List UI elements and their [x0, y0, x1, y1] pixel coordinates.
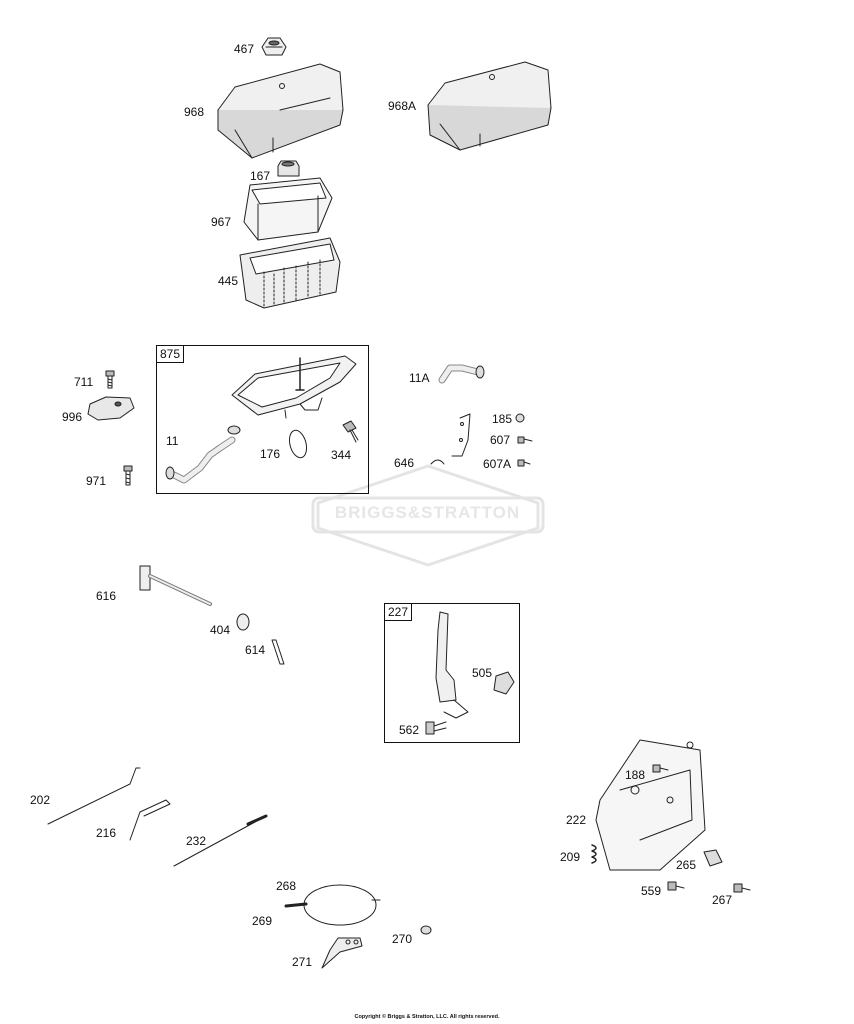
part-209-spring [591, 844, 597, 864]
label-445: 445 [218, 274, 239, 288]
label-614: 614 [245, 643, 266, 657]
label-267: 267 [712, 893, 733, 907]
label-344: 344 [331, 448, 352, 462]
part-227-lever [435, 611, 469, 719]
label-11: 11 [166, 434, 179, 448]
label-607A: 607A [483, 457, 512, 471]
label-646: 646 [394, 456, 415, 470]
part-467-knob [261, 37, 287, 56]
part-967-precleaner [243, 177, 333, 241]
label-505: 505 [472, 666, 493, 680]
label-216: 216 [96, 826, 117, 840]
part-232-cable [173, 814, 268, 867]
label-559: 559 [641, 884, 662, 898]
label-968A: 968A [388, 99, 417, 113]
label-232: 232 [186, 834, 207, 848]
part-222-bracket [595, 739, 706, 871]
label-185: 185 [492, 412, 513, 426]
label-467: 467 [234, 42, 255, 56]
part-270-nut [420, 925, 432, 935]
part-607-screw [517, 436, 533, 444]
box-label-875: 875 [157, 346, 185, 363]
part-646-link [430, 413, 471, 465]
label-404: 404 [210, 623, 231, 637]
label-967: 967 [211, 215, 232, 229]
label-270: 270 [392, 932, 413, 946]
label-562: 562 [399, 723, 420, 737]
part-505-nut [493, 671, 515, 695]
label-167: 167 [250, 169, 271, 183]
label-971: 971 [86, 474, 107, 488]
assembly-box-227 [384, 603, 520, 743]
label-968: 968 [184, 105, 205, 119]
part-176-oring [288, 429, 308, 459]
part-188-screw [652, 764, 669, 773]
part-711-screw [105, 370, 115, 389]
label-616: 616 [96, 589, 117, 603]
label-202: 202 [30, 793, 51, 807]
part-11-tube [165, 425, 241, 484]
part-614-pin [271, 639, 285, 665]
box-label-227: 227 [385, 604, 413, 621]
part-875-base [231, 355, 357, 419]
label-176: 176 [260, 447, 281, 461]
label-271: 271 [292, 955, 313, 969]
part-344-bolt [342, 420, 359, 443]
part-996-bracket [87, 396, 135, 421]
part-202-rod [47, 767, 141, 825]
part-271-bracket [321, 937, 363, 969]
part-167-grommet [277, 160, 300, 177]
briggs-stratton-logo [311, 464, 545, 567]
part-562-screw [425, 721, 447, 735]
part-971-screw [123, 465, 133, 486]
part-404-washer [236, 613, 250, 631]
part-607A-screw [517, 459, 531, 467]
part-267-screw [733, 883, 751, 893]
label-265: 265 [676, 858, 697, 872]
label-269: 269 [252, 914, 273, 928]
part-185-nut [515, 413, 525, 423]
label-268: 268 [276, 879, 297, 893]
label-188: 188 [625, 768, 646, 782]
label-11A: 11A [409, 371, 430, 385]
part-616-shaft [139, 565, 212, 606]
part-445-filter [239, 237, 341, 309]
copyright-notice: Copyright © Briggs & Stratton, LLC. All … [354, 1014, 500, 1020]
part-559-screw [667, 881, 685, 891]
label-222: 222 [566, 813, 587, 827]
assembly-box-875 [156, 345, 369, 494]
label-711: 711 [74, 375, 94, 389]
part-968-cover [217, 63, 344, 159]
watermark-text: BRIGGS&STRATTON [334, 503, 521, 522]
label-607: 607 [490, 433, 511, 447]
part-216-rod [129, 799, 171, 841]
part-968A-cover [427, 61, 552, 151]
label-209: 209 [560, 850, 581, 864]
part-11A-tube [438, 364, 485, 384]
label-996: 996 [62, 410, 83, 424]
part-268-cable [284, 884, 381, 926]
part-265-clip [703, 849, 723, 867]
